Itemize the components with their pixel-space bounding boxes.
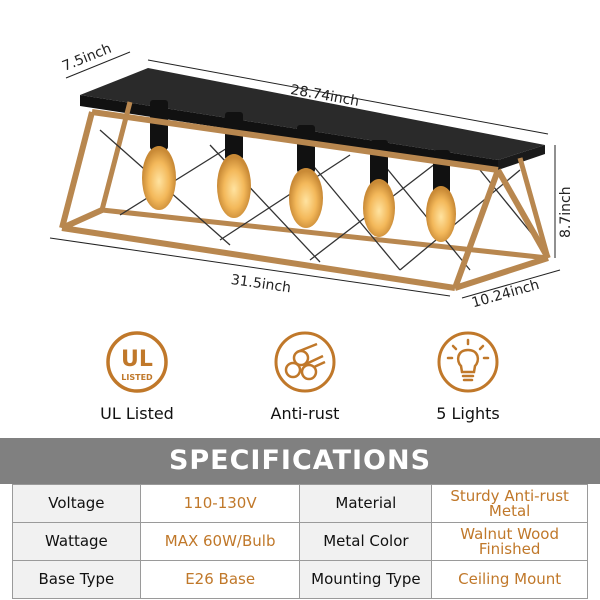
ceiling-light-image bbox=[49, 51, 561, 299]
feature-ul-listed: UL LISTED UL Listed bbox=[62, 330, 212, 423]
product-illustration: 7.5inch 28.74inch 8.7inch 31.5inch 10.24… bbox=[49, 41, 574, 311]
specifications-table: Voltage 110-130V Material Sturdy Anti-ru… bbox=[12, 484, 588, 599]
spec-value-line: Sturdy Anti-rust bbox=[450, 486, 569, 505]
dimension-lines bbox=[49, 51, 561, 299]
feature-label: 5 Lights bbox=[436, 404, 500, 423]
front-frame bbox=[59, 109, 551, 291]
spec-key: Wattage bbox=[12, 522, 141, 561]
spec-value: MAX 60W/Bulb bbox=[139, 522, 301, 561]
spec-key: Mounting Type bbox=[299, 560, 433, 599]
feature-row: UL LISTED UL Listed Anti-rust bbox=[0, 330, 600, 430]
canopy-front bbox=[80, 95, 498, 170]
feature-5-lights: 5 Lights bbox=[393, 330, 543, 423]
badge-top-text: UL bbox=[121, 347, 153, 372]
spec-value: Ceiling Mount bbox=[431, 560, 588, 599]
feature-anti-rust: Anti-rust bbox=[230, 330, 380, 423]
ul-listed-badge-icon: UL LISTED bbox=[106, 331, 168, 393]
table-row: Wattage MAX 60W/Bulb Metal Color Walnut … bbox=[12, 522, 588, 561]
table-row: Base Type E26 Base Mounting Type Ceiling… bbox=[12, 560, 588, 599]
dimension-height: 8.7inch bbox=[558, 186, 574, 238]
spec-key: Metal Color bbox=[299, 522, 433, 561]
feature-label: UL Listed bbox=[100, 404, 174, 423]
pipes-anti-rust-icon bbox=[274, 331, 336, 393]
spec-key: Voltage bbox=[12, 484, 141, 523]
badge-bottom-text: LISTED bbox=[121, 373, 153, 382]
feature-label: Anti-rust bbox=[270, 404, 340, 423]
spec-value-line: Finished bbox=[478, 539, 541, 558]
spec-value: E26 Base bbox=[139, 560, 301, 599]
spec-key: Material bbox=[299, 484, 433, 523]
spec-key: Base Type bbox=[12, 560, 141, 599]
spec-value-line: Walnut Wood bbox=[460, 524, 559, 543]
back-frame bbox=[99, 101, 551, 261]
lightbulb-icon bbox=[437, 331, 499, 393]
cross-wires bbox=[99, 129, 546, 271]
canopy-side bbox=[498, 145, 545, 170]
specifications-title: SPECIFICATIONS bbox=[0, 438, 600, 484]
table-row: Voltage 110-130V Material Sturdy Anti-ru… bbox=[12, 484, 588, 523]
spec-value: 110-130V bbox=[139, 484, 301, 523]
canopy-top bbox=[80, 68, 545, 160]
spec-value-line: Metal bbox=[488, 501, 531, 520]
